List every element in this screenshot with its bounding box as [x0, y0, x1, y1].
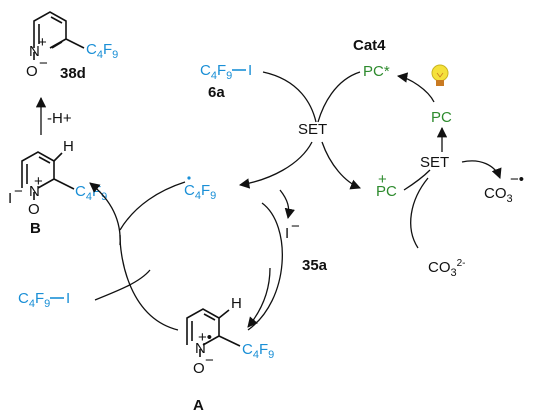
set-center-label: SET: [298, 121, 327, 138]
arc-carbonate-into-set: [410, 177, 429, 249]
arrow-to-a: [247, 267, 271, 328]
iodide-b: I: [8, 190, 12, 207]
iodide-label: I: [285, 225, 289, 242]
light-bulb-icon: [431, 64, 449, 86]
c4f9-label-38d: C4F9: [86, 41, 118, 61]
arc-iodide-release: [279, 189, 295, 220]
arc-c4f9i-into-set: [262, 71, 317, 123]
radical-dot: [187, 176, 191, 180]
c4f9-radical: C4F9: [184, 182, 216, 202]
compound-a-label: A: [193, 397, 204, 414]
h-atom-b: H: [63, 138, 74, 155]
arrow-light-excitation: [396, 72, 435, 103]
co3-radical-charge: −•: [510, 171, 524, 188]
iodide-charge: −: [291, 218, 300, 235]
intermediate-a-structure: H N +• O − C4F9: [186, 295, 274, 377]
iodide-b-charge: −: [14, 183, 23, 200]
arc-pcplus-into-set: [403, 169, 431, 191]
o-atom-b: O: [28, 201, 40, 218]
compound-b-label: B: [30, 220, 41, 237]
c4f9-label-a: C4F9: [242, 341, 274, 361]
o-atom-38d: O: [26, 63, 38, 80]
set-right-label: SET: [420, 154, 449, 171]
c4f9-label-b: C4F9: [75, 183, 107, 203]
c4f9i-entry-arc: [94, 269, 151, 301]
arc-pcstar-into-set: [317, 71, 361, 123]
compound-35a-label: 35a: [302, 257, 328, 274]
cycle-arc-right: [247, 202, 283, 331]
deprotonation-label: -H+: [47, 110, 72, 127]
carbonate-label: CO32-: [428, 258, 466, 279]
pc-excited-label: PC*: [363, 63, 390, 80]
n-charge-a: +•: [198, 329, 212, 346]
pc-ground-label: PC: [431, 109, 452, 126]
intermediate-b-structure: H N + O I − C4F9: [8, 138, 107, 218]
c4f9i-left-iodine: I: [66, 290, 70, 307]
cycle-arc-left: [119, 234, 179, 331]
o-charge-a: −: [205, 352, 214, 369]
o-charge-38d: −: [39, 55, 48, 72]
c4f9i-left-reagent: C4F9: [18, 290, 50, 310]
catalyst-cat4-label: Cat4: [353, 37, 386, 54]
n-charge-38d: +: [38, 34, 47, 51]
co3-radical-label: CO3: [484, 185, 513, 205]
arc-set-to-pcplus: [321, 141, 361, 190]
c4f9i-top-iodine: I: [248, 62, 252, 79]
c4f9i-top-reagent: C4F9: [200, 62, 232, 82]
h-atom-a: H: [231, 295, 242, 312]
compound-6a-label: 6a: [208, 84, 225, 101]
pc-cation-label: PC: [376, 183, 397, 200]
product-38d-structure: N + O − C4F9: [26, 11, 118, 80]
compound-38d-label: 38d: [60, 65, 86, 82]
radical-return-arc: [119, 181, 186, 231]
o-atom-a: O: [193, 360, 205, 377]
n-atom-b: N: [29, 183, 40, 200]
n-atom-38d: N: [29, 43, 40, 60]
arc-set-to-co3-radical: [461, 160, 502, 179]
n-atom-a: N: [195, 340, 206, 357]
arc-set-to-radical: [238, 141, 313, 189]
arrow-to-b: [89, 182, 121, 246]
n-charge-b: +: [34, 173, 43, 190]
pc-cation-charge: +: [378, 171, 387, 188]
